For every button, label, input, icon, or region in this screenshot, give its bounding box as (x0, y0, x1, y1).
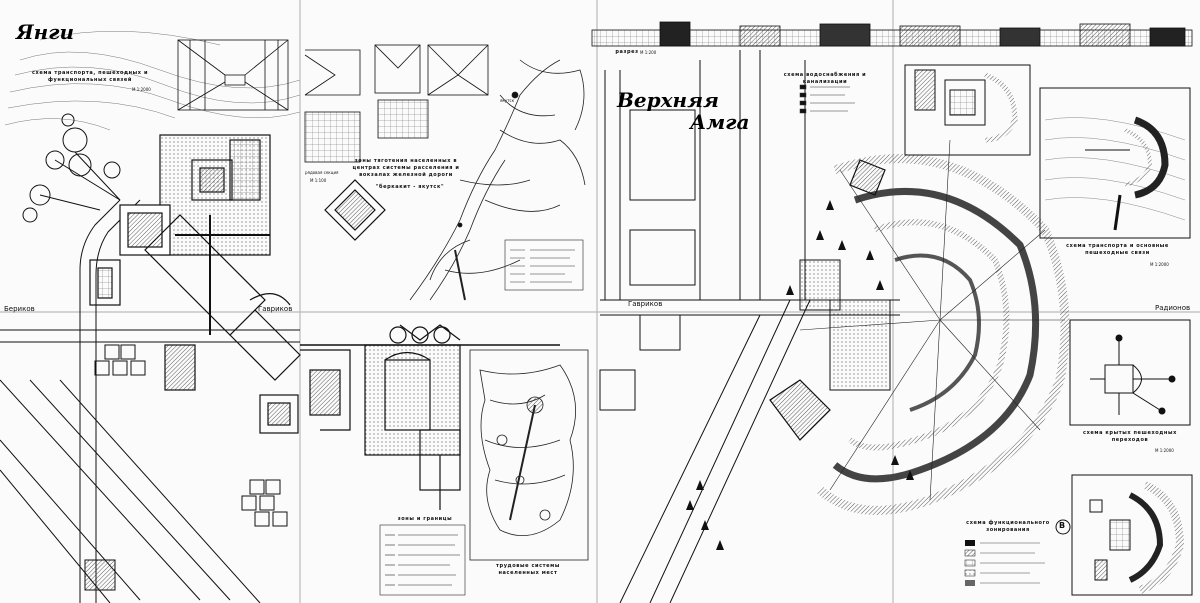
building-complex-left (89, 134, 301, 434)
functional-zoning-inset (1071, 474, 1193, 596)
transport-scheme-inset (1039, 87, 1191, 239)
transport-scheme-title-right: схема транспорта и основные пешеходные с… (1066, 243, 1169, 256)
transport-scale-left: М 1:2000 (132, 87, 151, 92)
water-scheme-title: схема водоснабжения и канализации (783, 72, 867, 85)
circle-marker (1055, 519, 1071, 535)
circle-marker-letter: В (1059, 521, 1066, 530)
regional-river-map (409, 59, 586, 301)
author-left: Бериков (4, 305, 35, 313)
title-verkhnyaya: Верхняя (617, 88, 719, 112)
residential-zones-subtitle: "беркакит - якутск" (375, 184, 445, 190)
radial-residential-complex (769, 139, 1070, 515)
residential-zones-title: зоны тяготения населенных в центрах сист… (352, 158, 460, 178)
labor-systems-title: трудовые системы населенных мест (496, 563, 560, 576)
covered-passages-title: схема крытых пешеходных переходов (1083, 430, 1177, 443)
river-map-legend-box (504, 239, 584, 291)
transport-scale-right: М 1:2000 (1150, 262, 1169, 267)
section-scale-right: М 1:200 (640, 50, 657, 55)
zoning-legend (964, 540, 1045, 586)
river-map-legend-lines (510, 249, 575, 283)
section-label-right: разрез (615, 49, 639, 55)
section-title-left: рядовая секция (305, 170, 339, 175)
elevation-section-strip (591, 21, 1193, 47)
housing-clusters (84, 344, 288, 591)
water-legend (799, 84, 855, 114)
transport-scheme-title-left: схема транспорта, пешеходных и функциона… (31, 70, 149, 83)
point-label-yakutsk: якутск (500, 98, 515, 103)
road-network-left (0, 199, 300, 603)
sign-left: Гавриков (258, 305, 293, 313)
function-circles (22, 113, 121, 223)
title-yangi: Янги (16, 20, 75, 44)
covered-passages-inset (1069, 319, 1191, 426)
street-sketches (304, 44, 489, 163)
central-square-complex (300, 179, 560, 510)
interior-perspective-sketch (177, 39, 289, 111)
title-amga: Амга (690, 110, 750, 134)
author-right: Радионов (1155, 304, 1191, 312)
zones-legend (379, 524, 466, 596)
covered-scale: М 1:2000 (1155, 448, 1174, 453)
tree-symbols (686, 200, 914, 550)
functional-zoning-title: схема функционального зонирования (966, 520, 1050, 533)
sign-right: Гавриков (628, 300, 663, 308)
section-scale-left: М 1:100 (310, 178, 327, 183)
zones-borders-title: зоны и границы (397, 516, 453, 522)
water-scheme-inset (904, 64, 1031, 156)
labor-systems-map (469, 349, 589, 561)
